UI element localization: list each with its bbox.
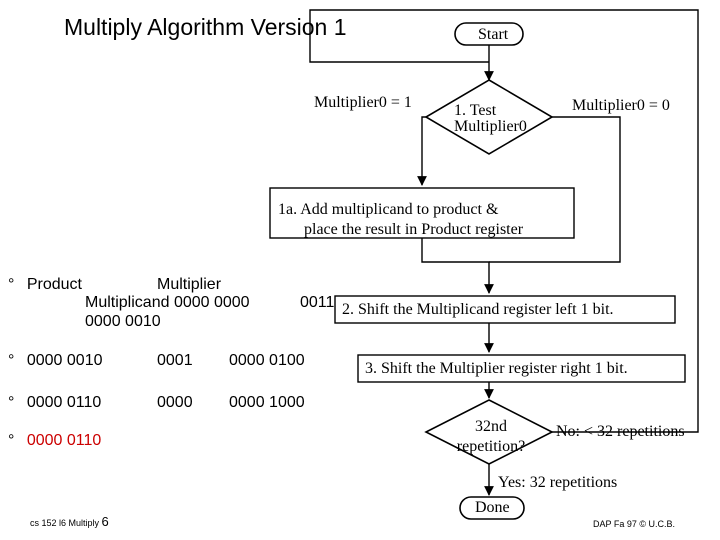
header-multiplier: Multiplier <box>157 276 222 293</box>
footer-left: cs 152 l6 Multiply 6 <box>30 514 109 529</box>
test-label: 1. Test Multiplier0 <box>454 103 527 135</box>
step-1a-label: 1a. Add multiplicand to product & place … <box>278 200 523 240</box>
arrow-1a-to-step2 <box>421 238 494 294</box>
header-multiplicand-value: 0000 0000 <box>173 294 250 311</box>
row-multiplicand: 0000 0100 <box>229 352 305 369</box>
header-product: Product <box>26 276 82 293</box>
footer-page-number: 6 <box>101 514 109 529</box>
table-row: ° 0000 0010 <box>8 352 103 370</box>
header-multiplier-value: 0011 <box>300 294 335 311</box>
done-label: Done <box>475 499 510 516</box>
header-multiplicand-line: Multiplicand 0000 0000 <box>85 294 250 312</box>
row-multiplicand: 0000 1000 <box>229 394 305 411</box>
test-label-line1: 1. Test <box>454 102 497 119</box>
test-decision-diamond <box>424 79 554 155</box>
no-branch-label: No: < 32 repetitions <box>556 423 685 440</box>
header-multiplicand-label: Multiplicand <box>85 294 170 311</box>
arrow-no-loop <box>309 9 699 433</box>
step-3-label: 3. Shift the Multiplier register right 1… <box>365 360 628 377</box>
header-product-value: 0000 0010 <box>85 313 161 330</box>
decision-line2: repetition? <box>456 438 526 455</box>
done-terminal <box>459 496 525 520</box>
footer-right: DAP Fa 97 © U.C.B. <box>593 519 675 529</box>
step-3-box <box>357 354 686 383</box>
page-title: Multiply Algorithm Version 1 <box>64 14 347 40</box>
decision-line1: 32nd <box>475 418 507 435</box>
step-1a-line2: place the result in Product register <box>304 221 524 238</box>
footer-course: cs 152 l6 Multiply <box>30 518 100 528</box>
row-product-final: 0000 0110 <box>26 432 102 449</box>
arrow-multiplier0-equals-0 <box>489 116 621 263</box>
table-row: ° 0000 0110 <box>8 394 101 412</box>
start-label: Start <box>478 26 509 43</box>
row-multiplier: 0000 <box>157 394 193 411</box>
row-multiplier: 0001 <box>157 352 193 369</box>
table-row-final: ° 0000 0110 <box>8 432 101 450</box>
step-1a-line1: 1a. Add multiplicand to product & <box>278 201 499 218</box>
row-product: 0000 0010 <box>26 352 103 369</box>
branch-multiplier0-0-label: Multiplier0 = 0 <box>572 97 670 114</box>
step-2-box <box>334 295 676 324</box>
bullet-icon: ° <box>8 352 15 369</box>
step-2-label: 2. Shift the Multiplicand register left … <box>342 301 614 318</box>
bullet-icon: ° <box>8 394 15 411</box>
table-header-row: ° Product <box>8 276 82 294</box>
bullet-icon: ° <box>8 432 15 449</box>
arrow-multiplier0-equals-1 <box>417 116 427 186</box>
test-label-line2: Multiplier0 <box>454 118 527 135</box>
row-product: 0000 0110 <box>26 394 102 411</box>
step-1a-box <box>269 187 575 239</box>
yes-branch-label: Yes: 32 repetitions <box>498 474 618 491</box>
repetition-decision-label: 32nd repetition? <box>448 417 534 457</box>
bullet-icon: ° <box>8 276 15 293</box>
branch-multiplier0-1-label: Multiplier0 = 1 <box>314 94 412 111</box>
